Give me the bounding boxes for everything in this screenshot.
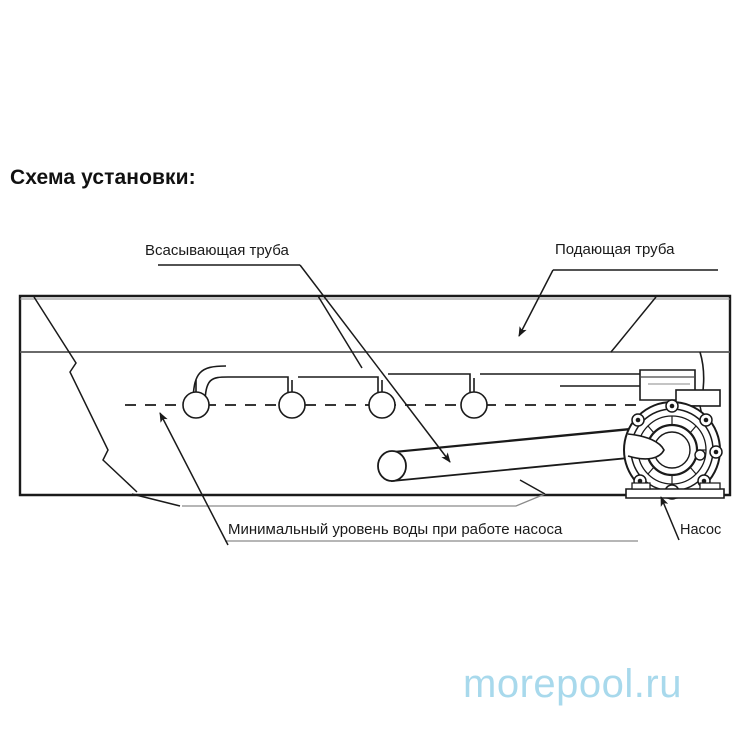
pool-floor-front (182, 493, 546, 507)
label-supply-pipe: Подающая труба (555, 241, 675, 258)
pump-foot-left (631, 482, 651, 490)
pump-foot-right (699, 482, 721, 490)
leader-supply-pipe (518, 269, 718, 337)
inlet-nozzle-group (182, 365, 560, 419)
pool-corner-right-upper (610, 296, 657, 353)
leader-suction-diagonal (299, 264, 451, 463)
pump-base-plate (625, 488, 725, 499)
inlet-nozzle-3 (368, 391, 396, 419)
pool-corner-mid-left (317, 295, 363, 369)
inlet-nozzle-1 (182, 391, 210, 419)
page-title: Схема установки: (10, 166, 196, 189)
leader-supply-diagonal (518, 269, 554, 337)
site-watermark: morepool.ru (463, 662, 682, 706)
pool-floor-right-fold (519, 479, 546, 495)
inlet-nozzle-4 (460, 391, 488, 419)
leader-pump (660, 496, 680, 541)
leader-suction-pipe (158, 264, 451, 463)
inlet-nozzle-2 (278, 391, 306, 419)
suction-pipe-open-end (377, 450, 407, 482)
centrifugal-pump-assembly (623, 369, 725, 500)
label-suction-pipe: Всасывающая труба (145, 242, 289, 259)
pump-suction-inlet (627, 433, 665, 460)
label-min-water-level: Минимальный уровень воды при работе насо… (228, 521, 563, 538)
pool-corner-left (33, 296, 138, 493)
leader-pump-diagonal (660, 496, 680, 541)
label-pump: Насос (680, 522, 721, 538)
leader-min-water-level (159, 412, 638, 546)
suction-pipe-top-edge (399, 429, 629, 453)
pool-floor-left (131, 493, 181, 507)
leader-water-diagonal (159, 412, 229, 546)
pool-perspective-lines (33, 295, 657, 507)
